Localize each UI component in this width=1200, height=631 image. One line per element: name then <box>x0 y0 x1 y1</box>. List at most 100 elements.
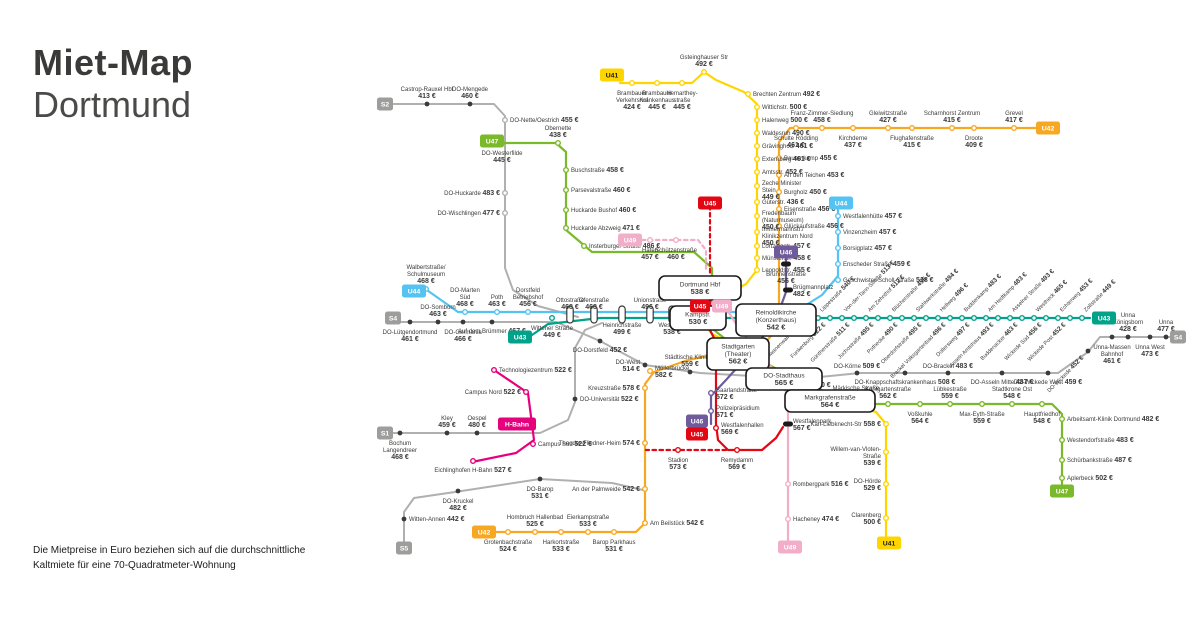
svg-text:562 €: 562 € <box>729 357 749 366</box>
station-campus-süd: Campus Süd 522 € <box>530 441 592 448</box>
station-grävingholz: Grävingholz 461 € <box>754 142 813 150</box>
station-enscheder-straße: Enscheder Straße 459 € <box>835 261 911 268</box>
svg-text:450 €: 450 € <box>762 240 780 247</box>
svg-text:450 €: 450 € <box>762 224 780 231</box>
svg-text:468 €: 468 € <box>391 454 409 461</box>
svg-text:U45: U45 <box>691 432 704 439</box>
svg-text:533 €: 533 € <box>579 521 597 528</box>
svg-text:468 €: 468 € <box>456 301 474 308</box>
svg-text:533 €: 533 € <box>552 546 570 553</box>
svg-text:496 €: 496 € <box>641 304 659 311</box>
svg-text:DO-Lütgendortmund: DO-Lütgendortmund <box>383 330 438 336</box>
station-insterburger-straße: Insterburger Straße 486 € <box>581 242 660 250</box>
svg-text:417 €: 417 € <box>1005 117 1023 124</box>
svg-text:Grevel: Grevel <box>1005 111 1023 117</box>
svg-text:445 €: 445 € <box>673 104 691 111</box>
svg-text:473 €: 473 € <box>1141 351 1159 358</box>
station-güterstr: Güterstr. 436 € <box>754 198 804 206</box>
svg-text:Buschstraße 458 €: Buschstraße 458 € <box>571 167 624 174</box>
svg-text:Kampstr.: Kampstr. <box>685 311 711 318</box>
station-parsevalstraße: Parsevalstraße 460 € <box>563 186 631 194</box>
svg-text:Stadion: Stadion <box>668 458 688 464</box>
svg-text:DO-West: DO-West <box>615 360 640 366</box>
line-badge-hbahn: H-Bahn <box>498 417 536 431</box>
svg-text:Aplerbeck 502 €: Aplerbeck 502 € <box>1067 475 1113 482</box>
svg-text:S4: S4 <box>1174 335 1183 342</box>
svg-text:Obernette: Obernette <box>545 126 572 132</box>
line-badge-u44-north: U44 <box>829 196 853 210</box>
svg-text:S2: S2 <box>381 102 390 109</box>
svg-text:456 €: 456 € <box>777 278 795 285</box>
svg-text:Immermannstr./: Immermannstr./ <box>762 227 804 233</box>
svg-text:525 €: 525 € <box>526 521 544 528</box>
svg-text:Betriebshof: Betriebshof <box>513 295 544 301</box>
svg-text:Unionstraße: Unionstraße <box>634 298 667 304</box>
svg-text:477 €: 477 € <box>1157 326 1175 333</box>
svg-text:DO-Stadthaus: DO-Stadthaus <box>763 372 805 379</box>
svg-text:straße: straße <box>673 98 691 104</box>
station-juchostraße: Juchostraße 495 € <box>837 315 882 360</box>
line-S2 <box>390 103 579 318</box>
svg-text:Verkehrshof: Verkehrshof <box>616 98 648 104</box>
svg-text:Möllerbrücke: Möllerbrücke <box>655 366 690 372</box>
svg-text:Langendreer: Langendreer <box>383 448 417 454</box>
svg-text:U41: U41 <box>606 73 619 80</box>
svg-text:Unna: Unna <box>1159 320 1174 326</box>
svg-text:Hacheney 474 €: Hacheney 474 € <box>793 516 839 523</box>
svg-text:Am Beilstück 542 €: Am Beilstück 542 € <box>650 520 704 527</box>
line-badge-u44-west: U44 <box>402 284 426 298</box>
svg-text:U44: U44 <box>835 201 848 208</box>
svg-text:Harkortstraße: Harkortstraße <box>543 540 580 546</box>
svg-text:Max-Eyth-Straße: Max-Eyth-Straße <box>959 412 1005 418</box>
svg-text:Eisenstraße 456 €: Eisenstraße 456 € <box>784 206 835 213</box>
svg-text:U46: U46 <box>691 419 704 426</box>
svg-text:U43: U43 <box>514 335 527 342</box>
svg-text:DO-Knappschaftskrankenhaus 508: DO-Knappschaftskrankenhaus 508 € <box>855 379 956 386</box>
svg-text:DO-Körne 509 €: DO-Körne 509 € <box>834 363 880 370</box>
svg-text:456 €: 456 € <box>519 301 537 308</box>
svg-text:Westfalenpark: Westfalenpark <box>793 419 832 425</box>
station-wittichstr: Wittichstr. 500 € <box>754 103 807 111</box>
svg-text:An der Palmweide 542 €: An der Palmweide 542 € <box>572 486 640 493</box>
svg-text:Brechten Zentrum 492 €: Brechten Zentrum 492 € <box>753 91 820 98</box>
svg-text:Hauptfriedhof: Hauptfriedhof <box>1024 412 1060 418</box>
svg-text:DO-Wischlingen 477 €: DO-Wischlingen 477 € <box>437 210 500 217</box>
station-do-universität: DO-Universität 522 € <box>572 396 639 403</box>
svg-text:445 €: 445 € <box>648 104 666 111</box>
svg-text:Huckarde Abzweig 471 €: Huckarde Abzweig 471 € <box>571 225 640 232</box>
line-badge-u42-north: U42 <box>1036 121 1060 135</box>
svg-text:Franz-Zimmer-Siedlung: Franz-Zimmer-Siedlung <box>790 111 853 117</box>
svg-text:DO-Barop: DO-Barop <box>526 487 554 493</box>
svg-text:DO-Kruckel: DO-Kruckel <box>442 499 473 505</box>
station-do-knappschaftskrankenhaus: DO-Knappschaftskrankenhaus 508 € <box>855 370 956 386</box>
svg-text:Campus Süd 522 €: Campus Süd 522 € <box>538 441 592 448</box>
line-S1 <box>392 322 603 434</box>
svg-text:Güterstr. 436 €: Güterstr. 436 € <box>762 199 804 206</box>
station-rombergpark: Rombergpark 516 € <box>785 481 849 488</box>
station-münsterstr: Münsterstr. 458 € <box>754 254 811 262</box>
station-fredenbaum-naturmuseum: Fredenbaum(Naturmuseum)450 € <box>754 211 804 231</box>
line-badge-u43-west: U43 <box>508 330 532 344</box>
station-asseln-amtshaus: Asseln Amtshaus 493 € <box>949 315 1002 369</box>
svg-text:409 €: 409 € <box>965 142 983 149</box>
station-burgholz: Burgholz 450 € <box>776 188 827 196</box>
svg-text:542 €: 542 € <box>767 323 787 332</box>
